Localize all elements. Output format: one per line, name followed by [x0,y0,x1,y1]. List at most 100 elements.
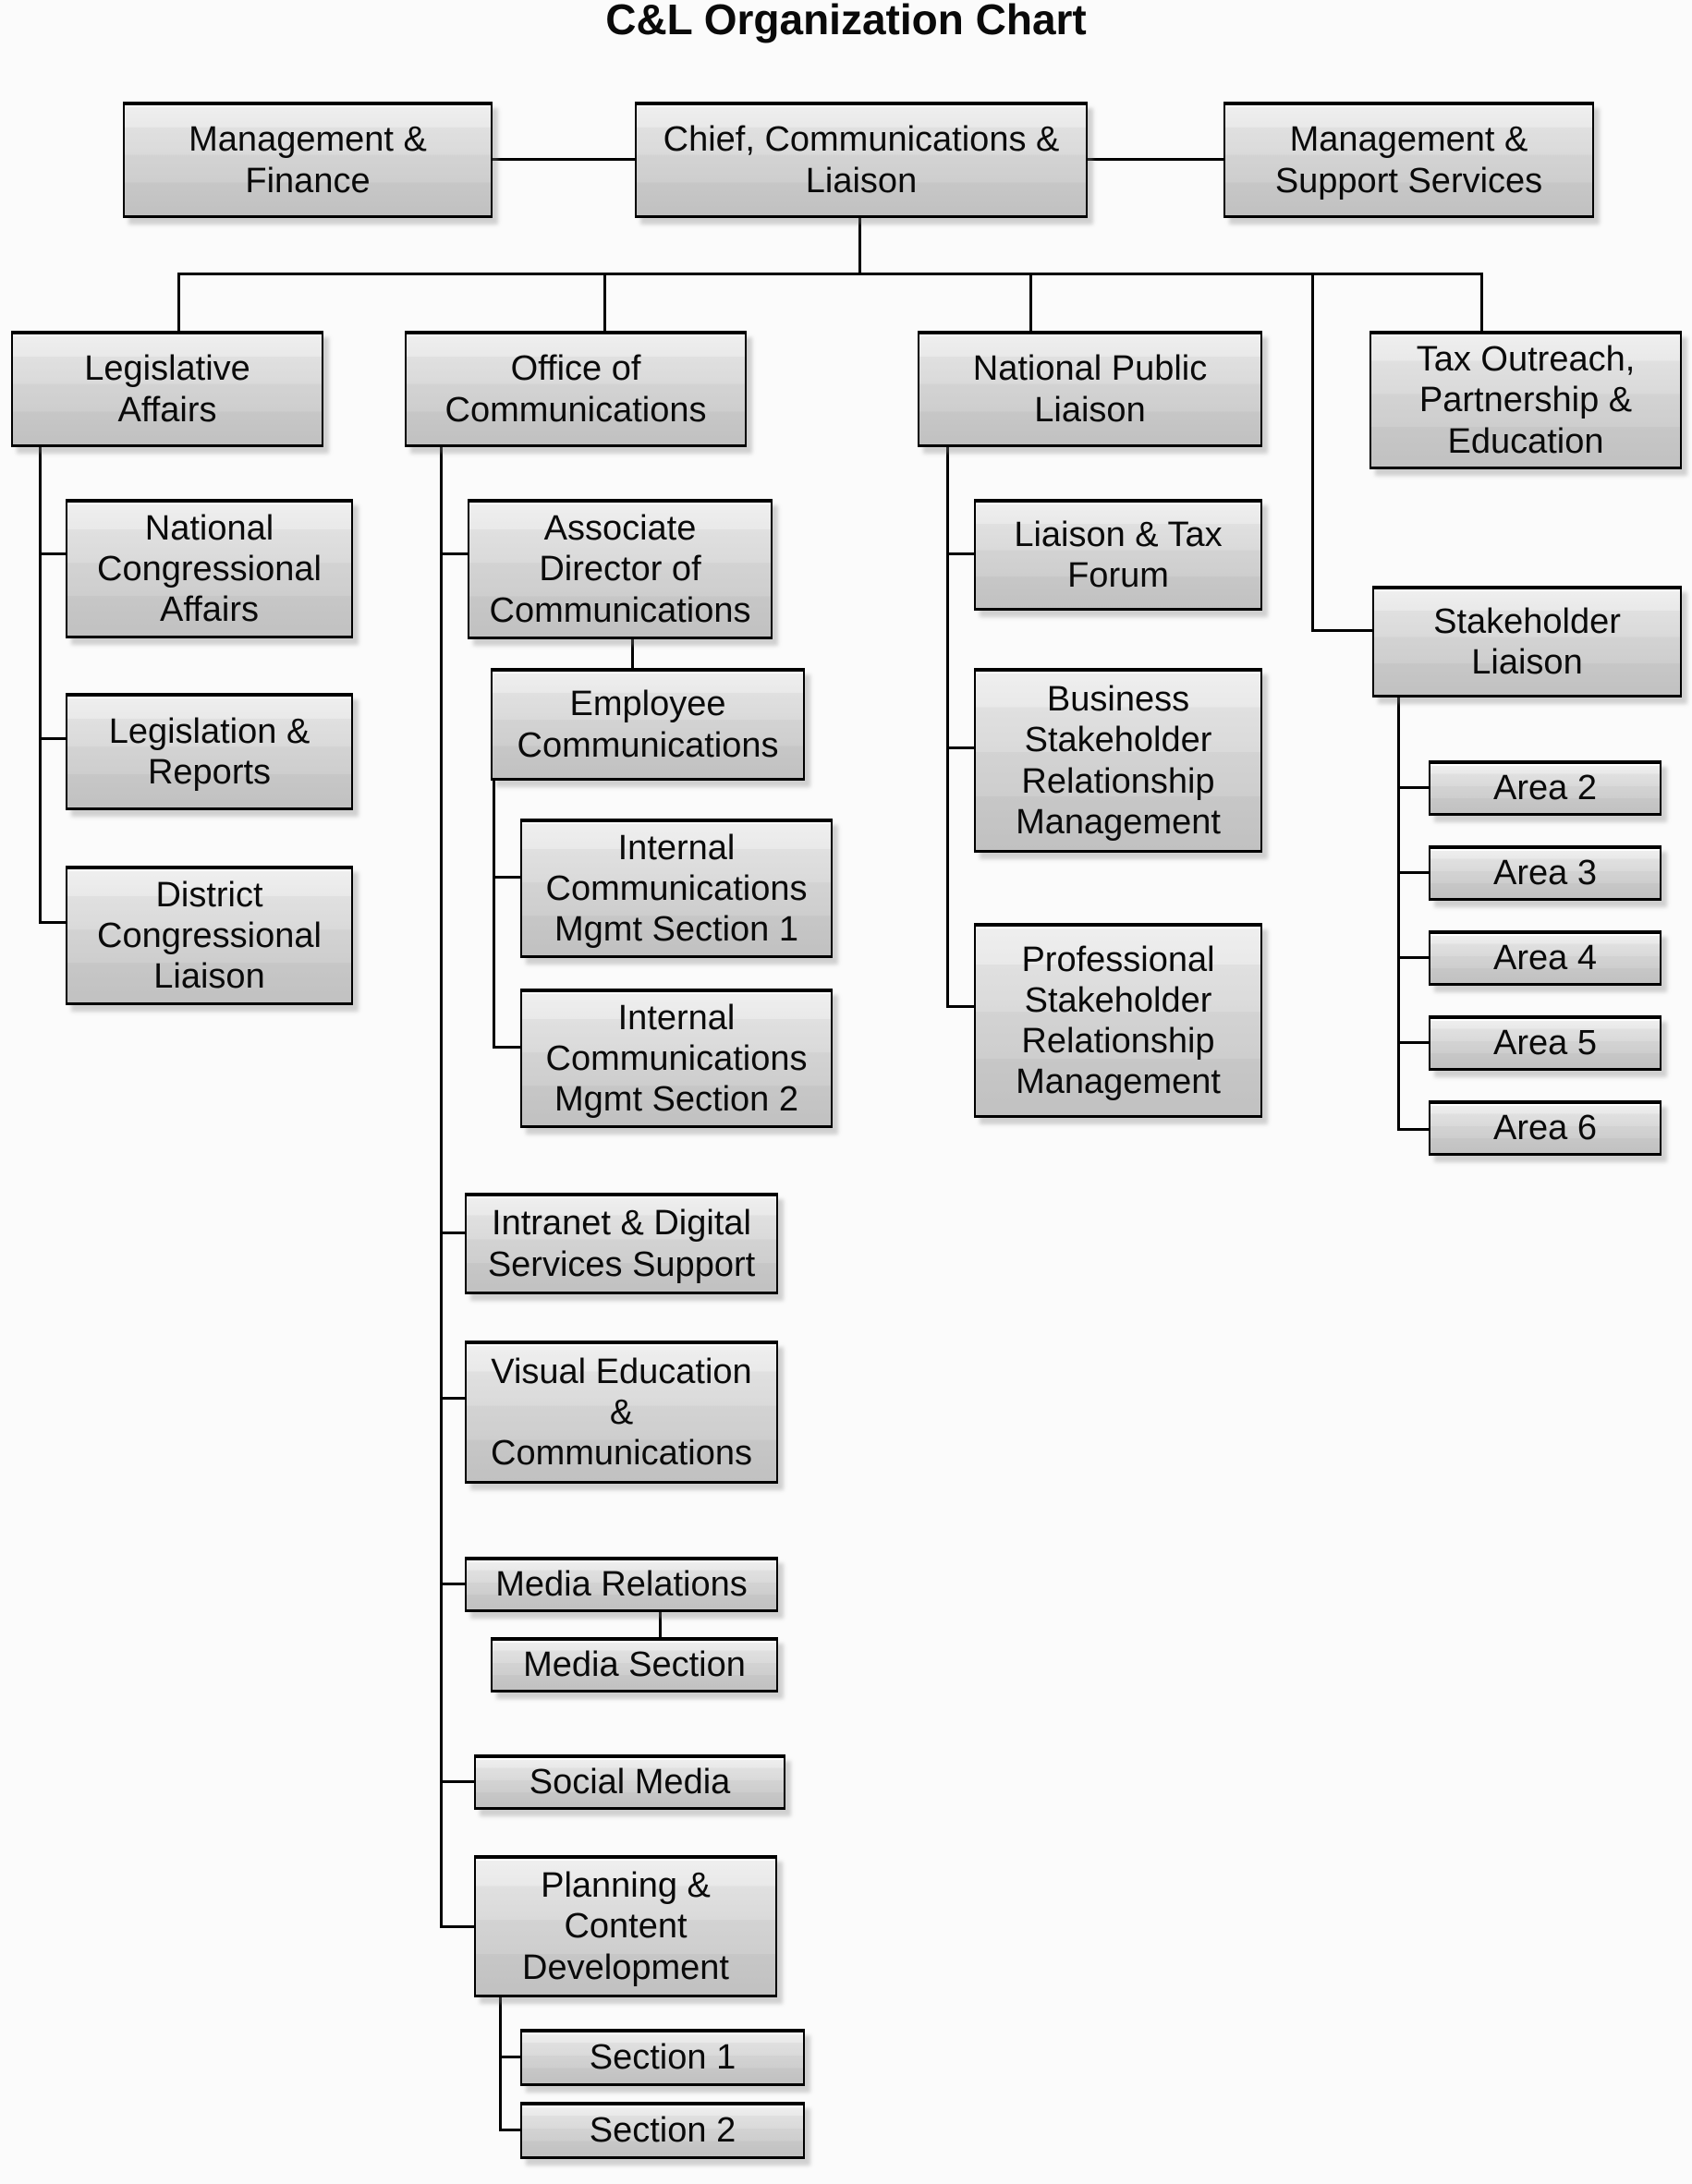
node-office-of-communications: Office of Communications [405,331,747,447]
node-professional-stakeholder-relationship-management: Professional Stakeholder Relationship Ma… [974,923,1262,1118]
connector-line [499,2129,520,2131]
connector-line [1311,273,1314,632]
connector-line [1397,1128,1429,1131]
node-label: Visual Education & Communications [491,1352,752,1474]
node-label: Media Relations [495,1565,748,1605]
node-label: Intranet & Digital Services Support [487,1204,756,1284]
node-business-stakeholder-relationship-management: Business Stakeholder Relationship Manage… [974,668,1262,853]
node-label: Internal Communications Mgmt Section 1 [545,828,808,950]
connector-line [946,447,949,1008]
node-label: Area 2 [1493,769,1597,808]
node-legislative-affairs: Legislative Affairs [11,331,323,447]
node-label: Planning & Content Development [522,1866,729,1987]
node-management-support-services: Management & Support Services [1223,102,1594,218]
connector-line [631,638,634,668]
connector-line [440,447,443,1928]
connector-line [603,273,606,331]
node-national-congressional-affairs: National Congressional Affairs [66,499,353,638]
node-label: Business Stakeholder Relationship Manage… [1016,680,1221,842]
node-label: Area 5 [1493,1024,1597,1063]
connector-line [858,218,861,274]
connector-line [440,1780,474,1783]
node-label: Tax Outreach, Partnership & Education [1416,340,1636,461]
node-label: Legislative Affairs [84,349,250,430]
node-label: National Congressional Affairs [97,508,322,630]
node-stakeholder-liaison: Stakeholder Liaison [1372,586,1682,698]
node-area-6: Area 6 [1429,1100,1662,1156]
node-label: Area 4 [1493,939,1597,978]
node-label: Area 3 [1493,854,1597,893]
node-internal-communications-mgmt-section-2: Internal Communications Mgmt Section 2 [520,989,833,1128]
connector-line [1397,871,1429,874]
connector-line [1311,629,1372,632]
connector-line [177,273,1483,275]
node-management-finance: Management & Finance [123,102,493,218]
connector-line [1397,1041,1429,1044]
node-visual-education-communications: Visual Education & Communications [465,1341,778,1484]
node-section-2: Section 2 [520,2102,805,2159]
node-national-public-liaison: National Public Liaison [918,331,1262,447]
connector-line [1397,698,1400,1131]
page-title: C&L Organization Chart [605,0,1087,43]
node-label: Media Section [523,1645,746,1685]
connector-line [946,1005,974,1008]
node-label: Employee Communications [517,685,779,765]
connector-line [440,1232,465,1234]
connector-line [39,552,66,555]
node-area-2: Area 2 [1429,760,1662,816]
node-label: Management & Support Services [1274,120,1543,200]
node-label: Section 2 [589,2111,736,2151]
node-label: Social Media [529,1763,731,1802]
node-associate-director-of-communications: Associate Director of Communications [468,499,773,639]
connector-line [440,1925,474,1928]
node-media-section: Media Section [491,1637,778,1693]
connector-line [440,552,468,555]
node-label: Legislation & Reports [108,711,310,792]
node-employee-communications: Employee Communications [491,668,805,781]
node-area-3: Area 3 [1429,845,1662,901]
node-label: Office of Communications [444,349,707,430]
node-tax-outreach-partnership-education: Tax Outreach, Partnership & Education [1369,331,1682,469]
node-area-5: Area 5 [1429,1015,1662,1071]
node-legislation-reports: Legislation & Reports [66,693,353,810]
node-social-media: Social Media [474,1754,785,1810]
connector-line [39,737,66,740]
node-district-congressional-liaison: District Congressional Liaison [66,866,353,1005]
connector-line [39,447,42,924]
node-label: Chief, Communications & Liaison [663,120,1060,200]
node-label: Internal Communications Mgmt Section 2 [545,998,808,1120]
connector-line [493,158,635,161]
connector-line [440,1397,465,1400]
node-label: Associate Director of Communications [489,509,751,630]
connector-line [177,273,180,331]
node-area-4: Area 4 [1429,930,1662,986]
node-label: National Public Liaison [972,349,1208,430]
node-intranet-digital-services-support: Intranet & Digital Services Support [465,1193,778,1294]
connector-line [1029,273,1032,331]
connector-line [499,2056,520,2058]
node-section-1: Section 1 [520,2029,805,2086]
connector-line [1397,956,1429,959]
connector-line [659,1612,662,1637]
node-label: Professional Stakeholder Relationship Ma… [1016,940,1221,1102]
node-label: Management & Finance [189,120,427,200]
connector-line [39,921,66,924]
connector-line [1088,158,1223,161]
node-label: Liaison & Tax Forum [1014,515,1223,595]
node-internal-communications-mgmt-section-1: Internal Communications Mgmt Section 1 [520,819,833,958]
node-label: Area 6 [1493,1109,1597,1148]
connector-line [1397,786,1429,789]
connector-line [493,1046,520,1049]
connector-line [1480,273,1483,331]
node-label: Stakeholder Liaison [1433,601,1621,682]
connector-line [946,746,974,749]
node-planning-content-development: Planning & Content Development [474,1855,777,1997]
connector-line [946,552,974,555]
connector-line [499,1997,502,2131]
node-media-relations: Media Relations [465,1557,778,1612]
connector-line [493,781,495,1049]
connector-line [493,876,520,879]
node-liaison-tax-forum: Liaison & Tax Forum [974,499,1262,611]
node-chief-communications-liaison: Chief, Communications & Liaison [635,102,1088,218]
